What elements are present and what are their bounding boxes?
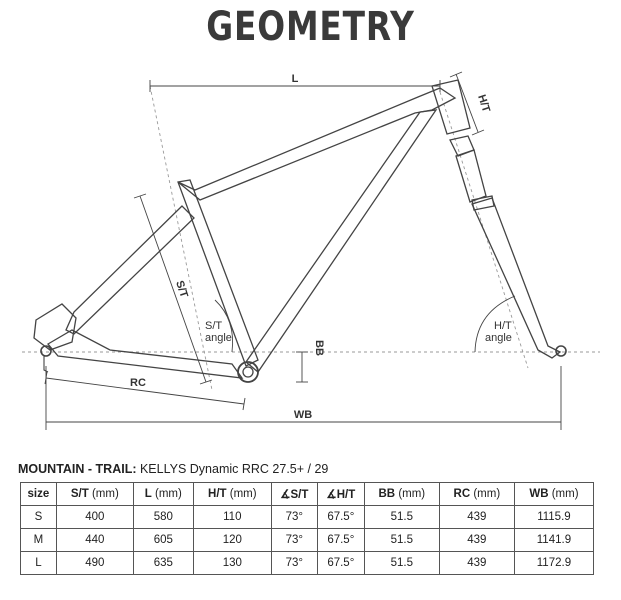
bb-label: BB	[313, 340, 325, 356]
column-header: ∡S/T	[270, 482, 318, 506]
table-cell: S	[20, 505, 57, 529]
column-header-name: RC	[453, 488, 471, 500]
st-angle-arc	[214, 299, 234, 353]
table-cell: 490	[55, 551, 134, 575]
column-header-name: ∡S/T	[280, 489, 309, 501]
table-cell: 120	[192, 528, 272, 552]
table-cell: 1141.9	[513, 528, 595, 552]
down-tube	[245, 109, 438, 373]
st-dimension-line	[139, 195, 207, 383]
column-header: H/T (mm)	[192, 482, 272, 506]
column-header-unit: (mm)	[470, 488, 501, 500]
table-cell: 439	[438, 505, 515, 529]
table-cell: 73°	[270, 528, 318, 552]
table-cell: 51.5	[363, 551, 440, 575]
table-cell: 440	[55, 528, 134, 552]
head-tube	[431, 79, 471, 135]
table-cell: 1172.9	[513, 551, 595, 575]
table-cell: 439	[438, 551, 515, 575]
seat-tube	[177, 179, 259, 367]
model-subtitle: MOUNTAIN - TRAIL: KELLYS Dynamic RRC 27.…	[18, 462, 328, 476]
table-cell: 67.5°	[316, 505, 365, 529]
column-header-name: S/T	[70, 488, 89, 500]
column-header: S/T (mm)	[55, 482, 134, 506]
wb-label: WB	[294, 409, 312, 421]
table-cell: 67.5°	[316, 551, 365, 575]
column-header-name: L	[144, 488, 152, 500]
category-label: MOUNTAIN - TRAIL:	[18, 462, 137, 476]
st-angle-label: S/T	[205, 320, 222, 332]
column-header: WB (mm)	[513, 482, 595, 506]
l-label: L	[292, 73, 299, 85]
ht-dimension-line	[455, 73, 479, 133]
column-header: ∡H/T	[316, 482, 365, 506]
column-header: BB (mm)	[363, 482, 440, 506]
front-hub	[555, 345, 567, 357]
page-title: GEOMETRY	[206, 4, 415, 50]
fork-arch	[471, 195, 495, 211]
bottom-bracket	[237, 361, 259, 383]
seat-stay	[65, 205, 195, 335]
column-header-unit: (mm)	[151, 488, 182, 500]
table-cell: 605	[132, 528, 194, 552]
column-header-unit: (mm)	[395, 488, 426, 500]
column-header-unit: (mm)	[548, 488, 579, 500]
table-cell: 635	[132, 551, 194, 575]
rear-hub	[40, 345, 52, 357]
fork-upper	[455, 149, 487, 203]
rc-label: RC	[130, 377, 146, 389]
ht-angle-arc	[474, 295, 516, 353]
chain-stay	[47, 329, 244, 379]
table-cell: 130	[192, 551, 272, 575]
table-cell: 400	[55, 505, 134, 529]
table-cell: L	[20, 551, 57, 575]
table-cell: M	[20, 528, 57, 552]
top-tube	[177, 87, 457, 201]
column-header: RC (mm)	[438, 482, 515, 506]
ht-label: H/T	[475, 93, 492, 114]
table-cell: 110	[192, 505, 272, 529]
column-header: size	[20, 482, 57, 506]
column-header-unit: (mm)	[226, 488, 257, 500]
column-header-name: size	[27, 488, 50, 500]
ht-angle-label-2: angle	[485, 332, 512, 344]
column-header-unit: (mm)	[88, 488, 119, 500]
column-header-name: H/T	[208, 488, 227, 500]
column-header-name: ∡H/T	[326, 489, 356, 501]
model-name: KELLYS Dynamic RRC 27.5+ / 29	[136, 462, 329, 476]
column-header-name: BB	[378, 488, 396, 500]
ht-angle-label: H/T	[494, 320, 512, 332]
fork-crown	[449, 135, 475, 157]
table-cell: 1115.9	[513, 505, 595, 529]
table-cell: 439	[438, 528, 515, 552]
rc-dimension-line	[45, 377, 245, 405]
st-angle-label-2: angle	[205, 332, 232, 344]
column-header-name: WB	[529, 488, 549, 500]
st-label: S/T	[173, 279, 190, 299]
table-cell: 73°	[270, 551, 318, 575]
table-cell: 51.5	[363, 528, 440, 552]
table-cell: 73°	[270, 505, 318, 529]
rear-dropout	[33, 303, 77, 351]
table-cell: 67.5°	[316, 528, 365, 552]
bike-geometry-diagram: L H/T S/T BB RC WB S/T angle H/T angle	[22, 71, 600, 430]
column-header: L (mm)	[132, 482, 194, 506]
table-cell: 580	[132, 505, 194, 529]
table-cell: 51.5	[363, 505, 440, 529]
seat-tube-axis-line	[149, 85, 213, 391]
